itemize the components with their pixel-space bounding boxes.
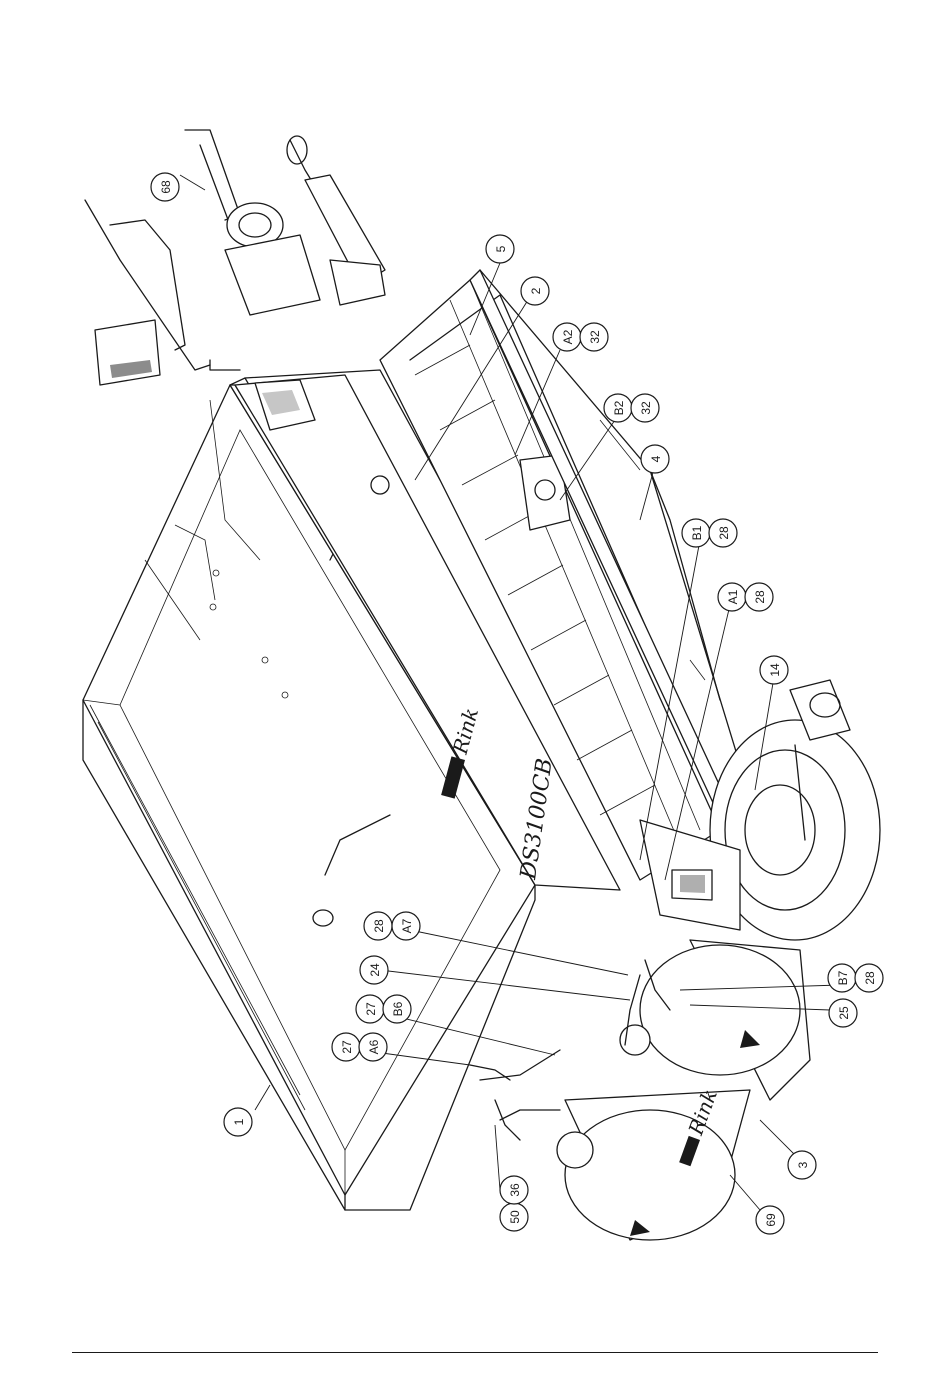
svg-text:28: 28	[863, 971, 877, 985]
drawbar-assembly	[85, 130, 385, 385]
svg-text:B7: B7	[836, 970, 850, 985]
callout-32a: 32	[580, 323, 608, 351]
callout-25: 25	[829, 999, 857, 1027]
svg-text:32: 32	[588, 330, 602, 344]
svg-text:36: 36	[508, 1183, 522, 1197]
footer-rule	[72, 1352, 878, 1353]
callout-28a: 28	[709, 519, 737, 547]
callout-2: 2	[521, 277, 549, 305]
callout-4: 4	[641, 445, 669, 473]
svg-text:A7: A7	[400, 918, 414, 933]
callout-B1: B1	[682, 519, 710, 547]
callout-5: 5	[486, 235, 514, 263]
callout-28d: 28	[855, 964, 883, 992]
callout-68: 68	[151, 173, 179, 201]
callout-32b: 32	[631, 394, 659, 422]
callout-B2: B2	[604, 394, 632, 422]
callout-69: 69	[756, 1206, 784, 1234]
svg-text:B1: B1	[690, 525, 704, 540]
callout-24: 24	[360, 956, 388, 984]
svg-text:4: 4	[649, 455, 663, 462]
svg-text:25: 25	[837, 1006, 851, 1020]
callout-1: 1	[224, 1108, 252, 1136]
svg-text:B2: B2	[612, 400, 626, 415]
svg-text:A6: A6	[367, 1039, 381, 1054]
callout-50: 50	[500, 1203, 528, 1231]
callout-14: 14	[760, 656, 788, 684]
svg-text:68: 68	[159, 180, 173, 194]
callout-28b: 28	[745, 583, 773, 611]
svg-text:27: 27	[340, 1040, 354, 1054]
svg-text:50: 50	[508, 1210, 522, 1224]
svg-text:27: 27	[364, 1002, 378, 1016]
svg-text:5: 5	[494, 245, 508, 252]
callout-B7: B7	[828, 964, 856, 992]
svg-text:3: 3	[796, 1161, 810, 1168]
callout-B6: B6	[383, 995, 411, 1023]
callout-A6: A6	[359, 1033, 387, 1061]
callout-28c: 28	[364, 912, 392, 940]
svg-text:28: 28	[372, 919, 386, 933]
callout-36: 36	[500, 1176, 528, 1204]
callout-A2: A2	[553, 323, 581, 351]
callout-27a: 27	[356, 995, 384, 1023]
svg-text:32: 32	[639, 401, 653, 415]
svg-text:B6: B6	[391, 1001, 405, 1016]
svg-text:14: 14	[768, 663, 782, 677]
callout-A1: A1	[718, 583, 746, 611]
svg-text:28: 28	[717, 526, 731, 540]
callout-27b: 27	[332, 1033, 360, 1061]
svg-text:24: 24	[368, 963, 382, 977]
svg-text:28: 28	[753, 590, 767, 604]
spinner-discs: Rink	[480, 940, 810, 1240]
svg-text:A2: A2	[561, 329, 575, 344]
callout-3: 3	[788, 1151, 816, 1179]
svg-text:A1: A1	[726, 589, 740, 604]
callout-A7: A7	[392, 912, 420, 940]
svg-text:1: 1	[232, 1118, 246, 1125]
svg-text:69: 69	[764, 1213, 778, 1227]
svg-text:2: 2	[529, 287, 543, 294]
